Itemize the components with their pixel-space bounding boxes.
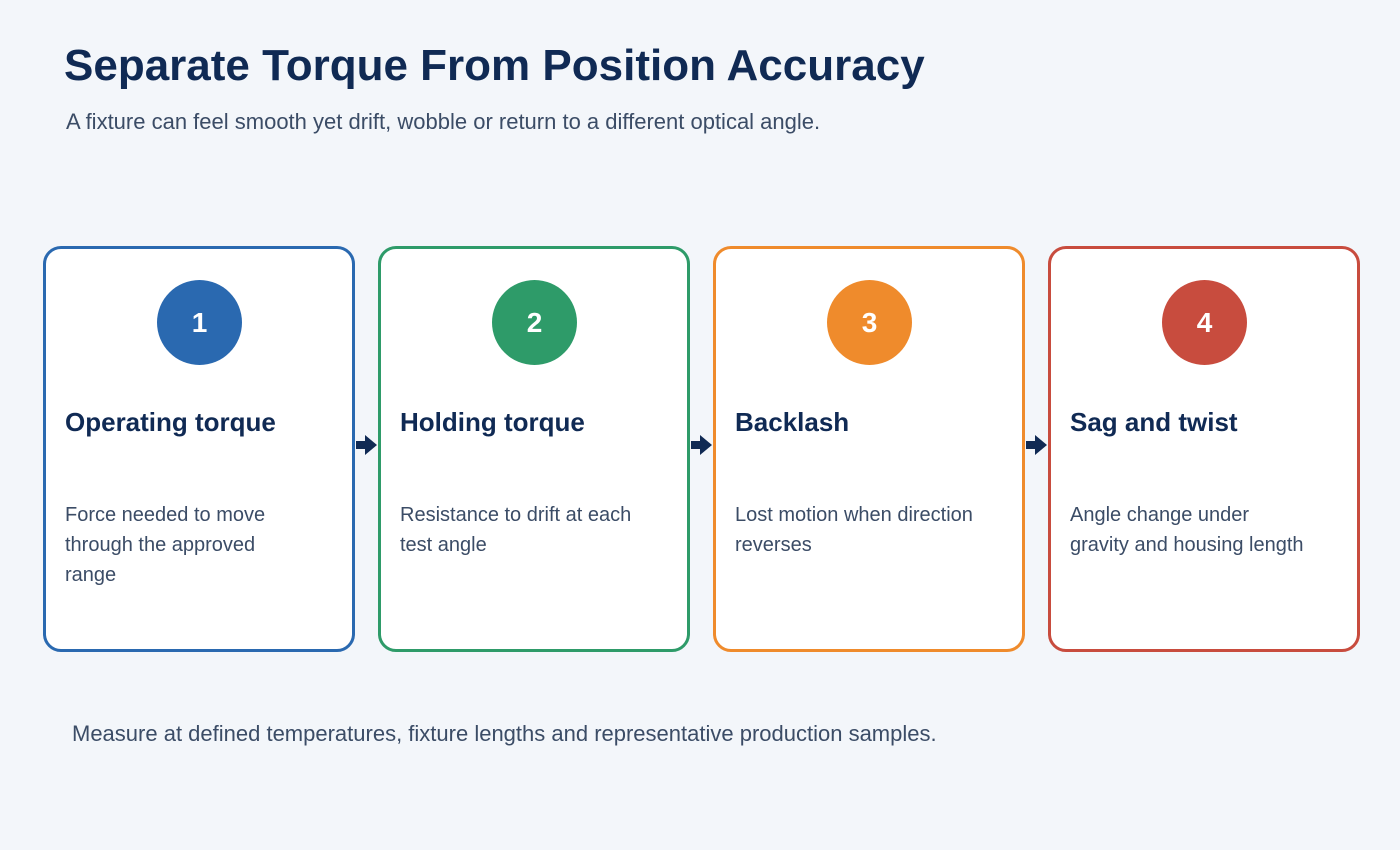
step-title: Operating torque — [65, 407, 276, 437]
step-card-sag-and-twist: 4 Sag and twist Angle change under gravi… — [1048, 246, 1360, 652]
step-description: Resistance to drift at each test angle — [400, 504, 632, 556]
step-title: Backlash — [735, 407, 850, 437]
page-title: Separate Torque From Position Accuracy — [64, 41, 925, 90]
step-card-operating-torque: 1 Operating torque Force needed to move … — [43, 246, 355, 652]
step-title: Sag and twist — [1070, 407, 1238, 437]
step-number-badge: 4 — [1162, 280, 1247, 365]
footer-note: Measure at defined temperatures, fixture… — [72, 721, 937, 746]
step-number-badge: 1 — [157, 280, 242, 365]
step-card-holding-torque: 2 Holding torque Resistance to drift at … — [378, 246, 690, 652]
step-card-backlash: 3 Backlash Lost motion when direction re… — [713, 246, 1025, 652]
step-description: Force needed to move through the approve… — [65, 504, 266, 586]
arrow-right-icon — [356, 435, 377, 455]
arrow-right-icon — [1026, 435, 1047, 455]
step-description: Angle change under gravity and housing l… — [1070, 504, 1304, 556]
step-title: Holding torque — [400, 407, 585, 437]
step-number-badge: 2 — [492, 280, 577, 365]
step-description: Lost motion when direction reverses — [735, 504, 973, 556]
page-subtitle: A fixture can feel smooth yet drift, wob… — [66, 109, 821, 134]
arrow-right-icon — [691, 435, 712, 455]
step-number-badge: 3 — [827, 280, 912, 365]
